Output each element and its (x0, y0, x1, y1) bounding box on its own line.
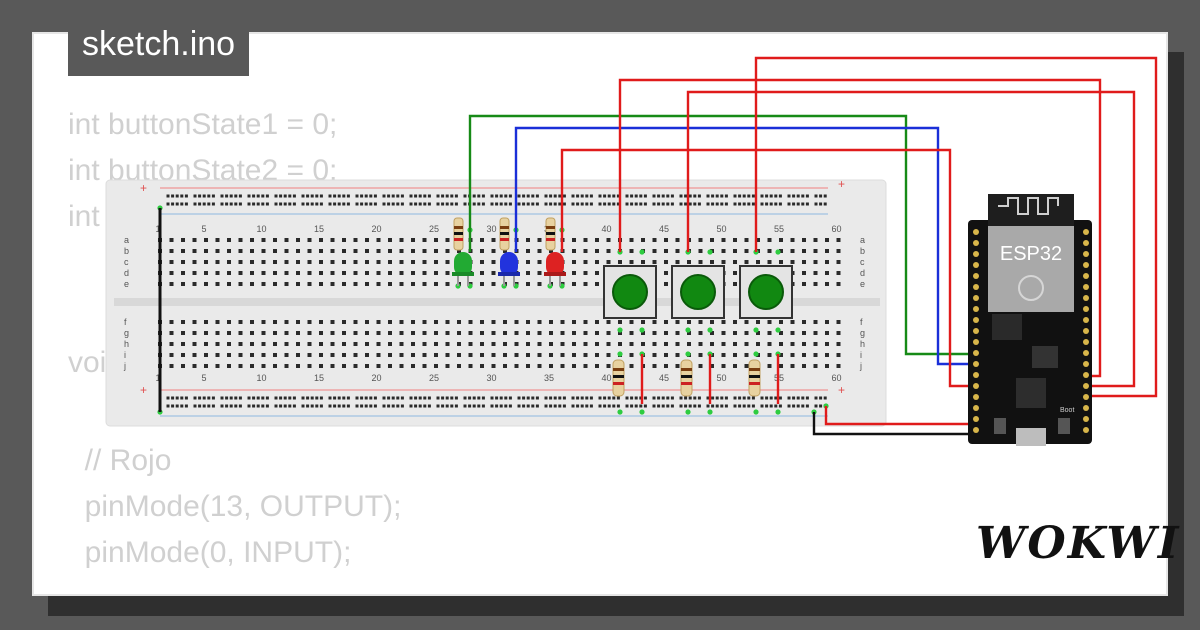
column-label: 25 (429, 224, 439, 234)
column-label: 15 (314, 373, 324, 383)
wire-green (468, 114, 978, 356)
wire-red-power (824, 406, 978, 426)
column-label: 30 (486, 224, 496, 234)
resistor-red-led (545, 217, 556, 251)
row-label: i (124, 350, 126, 360)
red-led[interactable] (544, 252, 566, 286)
row-label: e (860, 279, 865, 289)
row-label: a (124, 235, 129, 245)
rail-plus-label-tl: + (140, 181, 147, 195)
column-label: 1 (155, 373, 160, 383)
column-label: 50 (716, 224, 726, 234)
rail-plus-label-tr: + (838, 177, 845, 191)
row-label: f (124, 317, 127, 327)
boot-button[interactable] (1058, 418, 1070, 434)
pushbutton-2[interactable] (671, 265, 725, 319)
column-label: 45 (659, 373, 669, 383)
esp32-label: ESP32 (1000, 243, 1062, 265)
row-label: d (860, 268, 865, 278)
wire-red-2 (618, 78, 1102, 378)
leds (452, 252, 566, 286)
row-label: j (123, 361, 126, 371)
green-led[interactable] (452, 252, 474, 286)
column-label: 10 (256, 373, 266, 383)
column-label: 40 (601, 373, 611, 383)
wire-blue (514, 126, 978, 366)
row-label: d (124, 268, 129, 278)
row-label: g (124, 328, 129, 338)
row-label: f (860, 317, 863, 327)
code-line-3: int (68, 200, 100, 233)
pushbutton-1[interactable] (603, 265, 657, 319)
esp32-chip-3 (1016, 378, 1046, 408)
code-line-7: pinMode(0, INPUT); (68, 536, 352, 569)
breadboard-center-channel (114, 298, 880, 306)
file-name-badge: sketch.ino (68, 12, 250, 76)
resistor-blue-led (499, 217, 510, 251)
wire-red-1 (560, 148, 978, 388)
usb-port[interactable] (1016, 428, 1046, 446)
row-label: b (124, 246, 129, 256)
row-label: b (860, 246, 865, 256)
resistor-green-led (453, 217, 464, 251)
row-label: a (860, 235, 865, 245)
wires (468, 56, 1158, 436)
esp32-pins (973, 229, 1089, 433)
espressif-logo-icon (1018, 275, 1044, 301)
column-label: 50 (716, 373, 726, 383)
wokwi-logo: WOKWI (976, 518, 1181, 569)
button-resistors (612, 354, 780, 404)
resistor-button-2 (680, 359, 693, 397)
column-label: 25 (429, 373, 439, 383)
esp32-chip-2 (1032, 346, 1058, 368)
column-label: 15 (314, 224, 324, 234)
code-line-1: int buttonState1 = 0; (68, 108, 338, 141)
antenna-trace (998, 197, 1059, 215)
column-label: 5 (201, 373, 206, 383)
column-label: 1 (155, 224, 160, 234)
column-label: 40 (601, 224, 611, 234)
esp32-antenna (988, 194, 1074, 226)
column-label: 20 (371, 224, 381, 234)
esp32-chip-1 (992, 314, 1022, 340)
blue-led[interactable] (498, 252, 520, 286)
resistor-button-3 (748, 359, 761, 397)
pushbutton-3[interactable] (739, 265, 793, 319)
row-label: h (860, 339, 865, 349)
row-label: e (124, 279, 129, 289)
wire-black-ground (812, 412, 978, 436)
row-label: c (860, 257, 865, 267)
row-label: i (860, 350, 862, 360)
pushbuttons (603, 265, 793, 319)
column-label: 10 (256, 224, 266, 234)
rail-plus-label-bl: + (140, 383, 147, 397)
code-line-6: pinMode(13, OUTPUT); (68, 490, 402, 523)
wire-red-4 (754, 56, 1158, 398)
column-label: 35 (544, 373, 554, 383)
wire-red-3 (686, 90, 1136, 388)
esp32-board[interactable]: ESP32 Boot (968, 194, 1092, 446)
row-label: j (859, 361, 862, 371)
esp32-shield (988, 226, 1074, 312)
column-label: 5 (201, 224, 206, 234)
rail-plus-label-br: + (838, 383, 845, 397)
code-line-5: // Rojo (68, 444, 172, 477)
column-label: 30 (486, 373, 496, 383)
row-label: h (124, 339, 129, 349)
column-label: 60 (831, 224, 841, 234)
boot-label: Boot (1060, 407, 1074, 414)
column-label: 20 (371, 373, 381, 383)
code-line-4: voi (68, 346, 107, 379)
column-label: 45 (659, 224, 669, 234)
en-button[interactable] (994, 418, 1006, 434)
row-label: g (860, 328, 865, 338)
breadboard-column-labels: 1155101015152020252530303535404045455050… (155, 224, 841, 383)
resistor-button-1 (612, 359, 625, 397)
row-label: c (124, 257, 129, 267)
column-label: 60 (831, 373, 841, 383)
column-label: 55 (774, 224, 784, 234)
led-resistors (453, 217, 556, 251)
